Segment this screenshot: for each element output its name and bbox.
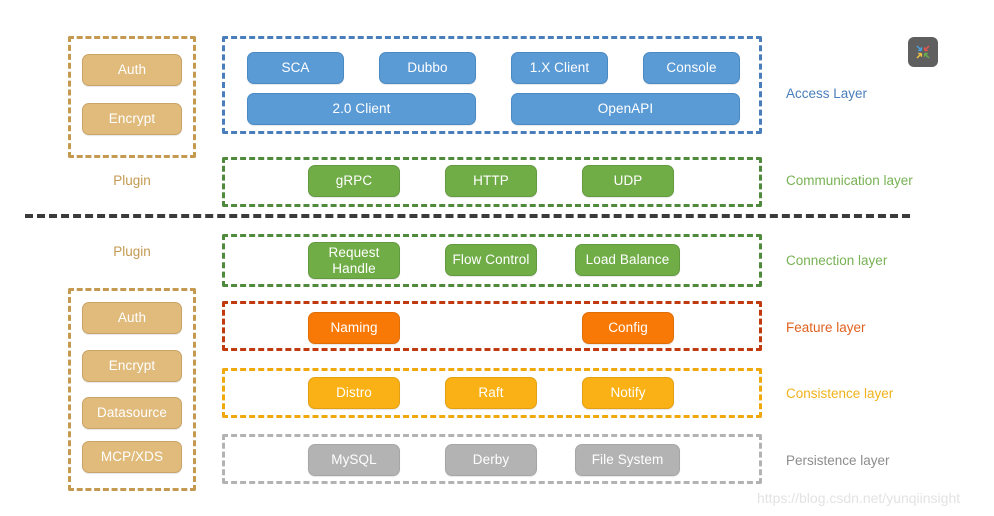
section-divider	[25, 214, 910, 218]
consistence-chip-raft[interactable]: Raft	[445, 377, 537, 409]
connection-chip-flow-control[interactable]: Flow Control	[445, 244, 537, 276]
connection-chip-request-handle[interactable]: Request Handle	[308, 242, 400, 279]
plugin-chip-mcp-xds[interactable]: MCP/XDS	[82, 441, 182, 473]
consistence-chip-distro[interactable]: Distro	[308, 377, 400, 409]
plugin-chip-auth-bottom[interactable]: Auth	[82, 302, 182, 334]
plugin-caption-top: Plugin	[113, 173, 151, 188]
layer-container-communication	[222, 157, 762, 207]
feature-chip-config[interactable]: Config	[582, 312, 674, 344]
layer-container-feature	[222, 301, 762, 351]
access-chip-sca[interactable]: SCA	[247, 52, 344, 84]
layer-container-consistence	[222, 368, 762, 418]
persistence-chip-derby[interactable]: Derby	[445, 444, 537, 476]
layer-label-consistence: Consistence layer	[786, 386, 894, 401]
watermark-text: https://blog.csdn.net/yunqiinsight	[757, 490, 961, 506]
layer-label-access: Access Layer	[786, 86, 868, 101]
layer-container-connection	[222, 234, 762, 287]
communication-chip-grpc[interactable]: gRPC	[308, 165, 400, 197]
exit-fullscreen-button[interactable]	[908, 37, 938, 67]
feature-chip-naming[interactable]: Naming	[308, 312, 400, 344]
access-chip-openapi[interactable]: OpenAPI	[511, 93, 740, 125]
plugin-group-top	[68, 36, 196, 158]
layer-label-feature: Feature layer	[786, 320, 866, 335]
communication-chip-http[interactable]: HTTP	[445, 165, 537, 197]
consistence-chip-notify[interactable]: Notify	[582, 377, 674, 409]
layer-label-persistence: Persistence layer	[786, 453, 890, 468]
connection-chip-load-balance[interactable]: Load Balance	[575, 244, 680, 276]
communication-chip-udp[interactable]: UDP	[582, 165, 674, 197]
layer-label-communication: Communication layer	[786, 173, 913, 188]
plugin-group-bottom	[68, 288, 196, 491]
layer-label-connection: Connection layer	[786, 253, 888, 268]
collapse-arrows-icon	[915, 44, 931, 60]
plugin-chip-datasource[interactable]: Datasource	[82, 397, 182, 429]
persistence-chip-mysql[interactable]: MySQL	[308, 444, 400, 476]
access-chip-console[interactable]: Console	[643, 52, 740, 84]
layer-container-access	[222, 36, 762, 134]
plugin-chip-encrypt-bottom[interactable]: Encrypt	[82, 350, 182, 382]
layer-container-persistence	[222, 434, 762, 484]
plugin-chip-auth-top[interactable]: Auth	[82, 54, 182, 86]
access-chip-dubbo[interactable]: Dubbo	[379, 52, 476, 84]
persistence-chip-file-system[interactable]: File System	[575, 444, 680, 476]
access-chip-20-client[interactable]: 2.0 Client	[247, 93, 476, 125]
plugin-chip-encrypt-top[interactable]: Encrypt	[82, 103, 182, 135]
access-chip-1x-client[interactable]: 1.X Client	[511, 52, 608, 84]
plugin-caption-bottom: Plugin	[113, 244, 151, 259]
